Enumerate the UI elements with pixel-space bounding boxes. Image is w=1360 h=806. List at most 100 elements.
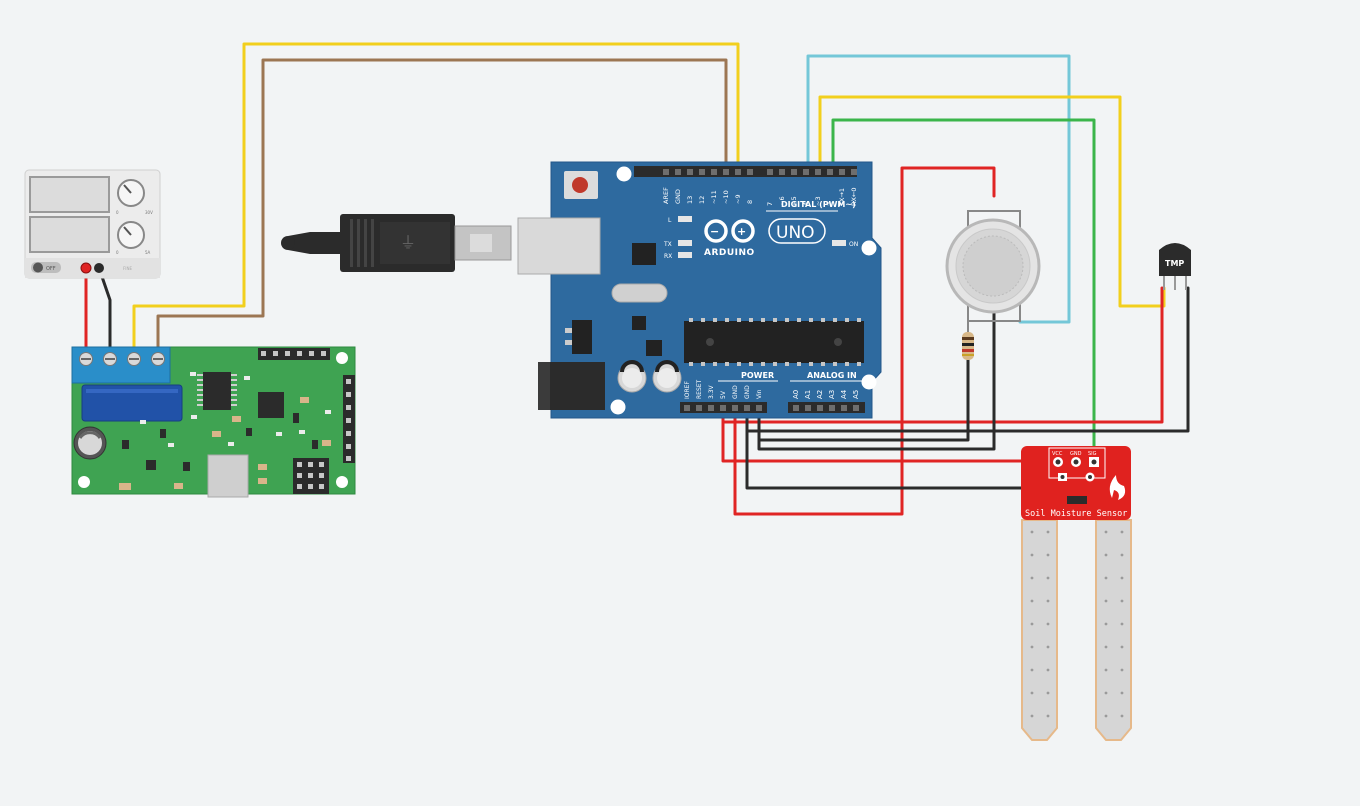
probe-dot: [1046, 714, 1050, 718]
power-section-label: POWER: [741, 371, 774, 380]
analog-pin-label: A2: [816, 390, 824, 399]
wire-red-5v-gas[interactable]: [733, 166, 996, 516]
power-pin-label: 3.3V: [708, 384, 715, 399]
fine-label: FINE: [123, 266, 132, 271]
gas-sensor[interactable]: [945, 210, 1041, 322]
tmp-label: TMP: [1165, 259, 1184, 268]
resistor[interactable]: [962, 321, 974, 360]
soil-moisture-sensor[interactable]: VCC GND SIG Soil Moisture Sensor: [1021, 446, 1132, 741]
svg-text:−: −: [710, 225, 719, 238]
analog-pin-hole[interactable]: [793, 405, 799, 411]
analog-pin-label: A4: [840, 389, 848, 399]
arduino-usb-port[interactable]: [517, 217, 601, 275]
probe-dot: [1046, 645, 1050, 649]
digital-pin-hole[interactable]: [723, 169, 729, 175]
wire-red-5v-moisture[interactable]: [721, 408, 1059, 463]
power-pin-hole[interactable]: [696, 405, 702, 411]
power-pin-hole[interactable]: [720, 405, 726, 411]
digital-pin-hole[interactable]: [735, 169, 741, 175]
wire-black-gnd-gas[interactable]: [757, 310, 996, 451]
digital-pin-hole[interactable]: [791, 169, 797, 175]
wire-black-psu-driver[interactable]: [97, 266, 112, 357]
power-pin-label: Vin: [756, 389, 763, 399]
digital-pin-hole[interactable]: [699, 169, 705, 175]
digital-pin-hole[interactable]: [827, 169, 833, 175]
power-pin-label: RESET: [696, 379, 703, 399]
probe-dot: [1104, 691, 1108, 695]
analog-pin-hole[interactable]: [829, 405, 835, 411]
digital-pin-label: 12: [698, 196, 706, 204]
digital-header[interactable]: [634, 166, 857, 177]
analog-header[interactable]: [788, 402, 865, 413]
digital-pin-hole[interactable]: [767, 169, 773, 175]
power-pin-label: IOREF: [684, 381, 691, 399]
digital-pin-hole[interactable]: [711, 169, 717, 175]
analog-pin-hole[interactable]: [853, 405, 859, 411]
power-pin-hole[interactable]: [732, 405, 738, 411]
analog-pin-hole[interactable]: [805, 405, 811, 411]
analog-pin-label: A0: [792, 390, 800, 399]
led-rx: [678, 252, 692, 258]
power-pin-hole[interactable]: [756, 405, 762, 411]
gas-sensor-mesh: [962, 235, 1024, 297]
digital-pin-hole[interactable]: [815, 169, 821, 175]
wire-brown-driver-d10[interactable]: [156, 58, 728, 357]
digital-pin-label: ~11: [710, 190, 718, 204]
power-pin-holes: [684, 405, 762, 411]
probe-dot: [1120, 599, 1124, 603]
power-supply[interactable]: 0 30V 0 5A OFF FINE: [24, 169, 161, 279]
voltage-display: [29, 176, 110, 213]
pin-label-gnd: GND: [1070, 451, 1082, 457]
digital-pin-hole[interactable]: [687, 169, 693, 175]
power-pin-hole[interactable]: [744, 405, 750, 411]
negative-terminal[interactable]: [94, 263, 104, 273]
led-tx: [678, 240, 692, 246]
digital-pin-hole[interactable]: [747, 169, 753, 175]
driver-connector: [207, 454, 249, 498]
probe-dot: [1120, 576, 1124, 580]
analog-pin-hole[interactable]: [817, 405, 823, 411]
power-pin-hole[interactable]: [708, 405, 714, 411]
digital-pin-label: ~5: [790, 196, 798, 206]
digital-pin-label: ~6: [778, 196, 786, 206]
digital-pin-hole[interactable]: [839, 169, 845, 175]
probe-dot: [1104, 668, 1108, 672]
digital-pin-hole[interactable]: [803, 169, 809, 175]
pin-label-sig: SIG: [1088, 451, 1097, 457]
wire-cyan-d4-gas[interactable]: [806, 54, 1071, 324]
digital-pin-label: 13: [686, 196, 694, 204]
analog-pin-hole[interactable]: [841, 405, 847, 411]
probe-dot: [1030, 553, 1034, 557]
wire-green-d2-moisture[interactable]: [831, 118, 1096, 462]
probe-dot: [1120, 714, 1124, 718]
digital-pin-hole[interactable]: [779, 169, 785, 175]
digital-pin-hole[interactable]: [851, 169, 857, 175]
digital-pin-hole[interactable]: [663, 169, 669, 175]
arduino-brand: ARDUINO: [704, 248, 755, 258]
wire-yellow-driver-d9[interactable]: [132, 42, 740, 357]
motor-driver-board[interactable]: [71, 346, 356, 498]
probe-dot: [1046, 668, 1050, 672]
digital-pin-hole[interactable]: [675, 169, 681, 175]
positive-terminal[interactable]: [80, 262, 92, 274]
header-pins-top[interactable]: [258, 348, 330, 360]
digital-pin-label: ~3: [814, 196, 822, 206]
sparkfun-flame-icon: [1109, 475, 1126, 500]
probe-dot: [1030, 530, 1034, 534]
digital-pin-label: AREF: [662, 187, 670, 204]
power-pin-label: GND: [744, 385, 751, 399]
pin-label-vcc: VCC: [1052, 451, 1063, 457]
probe-dot: [1120, 530, 1124, 534]
crystal-oscillator: [611, 283, 668, 303]
knob-label-v-min: 0: [116, 210, 119, 215]
led-l: [678, 216, 692, 222]
power-pin-hole[interactable]: [684, 405, 690, 411]
probe-dot: [1030, 576, 1034, 580]
wire-yellow-d3-tmp[interactable]: [818, 95, 1166, 308]
led-on: [832, 240, 846, 246]
digital-section-label: DIGITAL (PWM~): [781, 200, 856, 209]
usb-cable[interactable]: ⏚: [281, 214, 512, 272]
temperature-sensor[interactable]: TMP: [1159, 243, 1191, 290]
